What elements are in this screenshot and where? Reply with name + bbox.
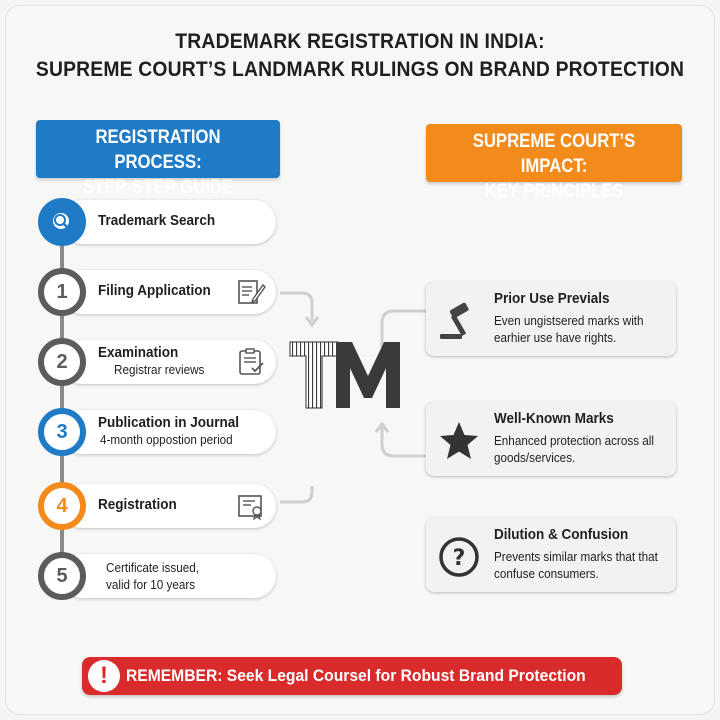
- step-circle: 3: [38, 408, 86, 456]
- registration-process-header: REGISTRATION PROCESS: STEP-STEP GUIDE: [36, 120, 280, 198]
- principle-card-dilution: ? Dilution & Confusion Prevents similar …: [426, 518, 676, 592]
- gavel-icon: [440, 302, 469, 339]
- step-title: Publication in Journal: [98, 414, 240, 431]
- header-line-1: SUPREME COURT’S IMPACT:: [472, 131, 636, 177]
- principle-card-well-known: Well-Known Marks Enhanced protection acr…: [426, 402, 676, 476]
- step-pill: [60, 200, 276, 244]
- step-subtitle: Certificate issued,: [106, 560, 199, 575]
- question-icon: ?: [439, 537, 479, 577]
- step-circle: 1: [38, 268, 86, 316]
- trademark-tm-symbol: [289, 341, 400, 409]
- remember-banner: ! REMEMBER: Seek Legal Coursel for Robus…: [82, 657, 622, 695]
- supreme-court-impact-header: SUPREME COURT’S IMPACT: KEY PRINCIPLES: [426, 124, 682, 202]
- step-registration: 4 Registration: [38, 482, 276, 530]
- step-pill: [60, 554, 276, 598]
- step-subtitle: Registrar reviews: [114, 362, 205, 377]
- step-certificate-issued: 5 Certificate issued, valid for 10 years: [38, 552, 276, 600]
- search-icon: [53, 213, 69, 229]
- principle-title: Well-Known Marks: [494, 410, 614, 427]
- header-line-1: REGISTRATION PROCESS:: [95, 127, 221, 173]
- connector-line-left-bottom: [280, 486, 314, 504]
- principle-title: Dilution & Confusion: [494, 526, 629, 543]
- step-title: Filing Application: [98, 282, 211, 299]
- connector-arrow-left-top: [280, 291, 320, 328]
- svg-text:?: ?: [453, 546, 466, 571]
- principle-card-prior-use: Prior Use Previals Even ungistsered mark…: [426, 282, 676, 356]
- connector-line-right-top: [380, 309, 428, 347]
- step-title: Examination: [98, 344, 179, 361]
- connector-arrow-right-bottom: [374, 421, 428, 458]
- step-publication-in-journal: 3 Publication in Journal 4-month opposti…: [38, 408, 276, 456]
- banner-text: REMEMBER: Seek Legal Coursel for Robust …: [126, 666, 586, 685]
- title-line-1: TRADEMARK REGISTRATION IN INDIA:: [175, 30, 545, 53]
- step-pill: [60, 410, 276, 454]
- principle-text: Even ungistsered marks with earhier use …: [494, 313, 644, 345]
- step-pill: [60, 270, 276, 314]
- step-examination: 2 Examination Registrar reviews: [38, 338, 276, 386]
- step-title: Registration: [98, 496, 177, 513]
- principle-title: Prior Use Previals: [494, 290, 610, 307]
- step-subtitle-2: valid for 10 years: [106, 577, 196, 592]
- principle-text: Enhanced protection across all goods/ser…: [494, 433, 655, 465]
- step-circle: [38, 198, 86, 246]
- step-circle: 2: [38, 338, 86, 386]
- document-pen-icon: [238, 280, 266, 304]
- title-line-2: SUPREME COURT’S LANDMARK RULINGS ON BRAN…: [35, 58, 685, 81]
- certificate-icon: [238, 495, 262, 521]
- step-filing-application: 1 Filing Application: [38, 268, 276, 316]
- step-trademark-search: Trademark Search: [38, 198, 276, 246]
- step-circle: 5: [38, 552, 86, 600]
- step-subtitle: 4-month oppostion period: [100, 432, 233, 447]
- checklist-icon: [239, 348, 264, 375]
- exclamation-icon: !: [88, 660, 120, 692]
- header-line-2: STEP-STEP GUIDE: [82, 177, 234, 198]
- step-title: Trademark Search: [98, 212, 216, 229]
- header-line-2: KEY PRINCIPLES: [484, 181, 624, 202]
- step-pill: [60, 484, 276, 528]
- timeline-line: [60, 220, 64, 580]
- star-icon: [440, 422, 478, 459]
- principle-text: Prevents similar marks that that confuse…: [494, 549, 658, 581]
- step-circle: 4: [38, 482, 86, 530]
